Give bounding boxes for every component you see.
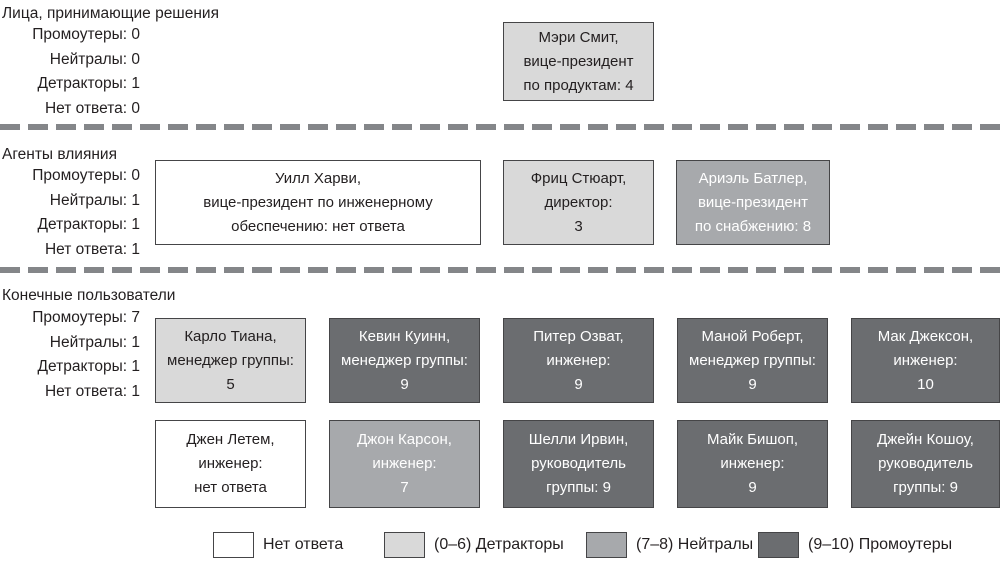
- person-box-shelly-irwin: Шелли Ирвин, руководитель группы: 9: [503, 420, 654, 508]
- person-box-peter-ozvat: Питер Озват, инженер: 9: [503, 318, 654, 403]
- person-line: группы: 9: [893, 479, 958, 496]
- person-line: обеспечению: нет ответа: [231, 217, 405, 235]
- person-line: по продуктам: 4: [523, 76, 634, 94]
- person-line: Джейн Кошоу,: [877, 431, 974, 448]
- tier-influencers-stats: Промоутеры: 0 Нейтралы: 1 Детракторы: 1 …: [4, 164, 140, 262]
- person-line: Кевин Куинн,: [358, 327, 451, 345]
- stat-no-answer: Нет ответа: 0: [44, 99, 140, 117]
- person-line: инженер:: [720, 455, 785, 472]
- stat-neutrals: Нейтралы: 1: [49, 333, 140, 351]
- stat-neutrals: Нейтралы: 1: [49, 191, 140, 209]
- person-line: группы: 9: [546, 479, 611, 496]
- legend-item-neutrals: (7–8) Нейтралы: [586, 531, 753, 558]
- person-line: 3: [574, 217, 583, 235]
- legend-label: Нет ответа: [263, 535, 344, 553]
- person-box-manoj-robert: Маной Роберт, менеджер группы: 9: [677, 318, 828, 403]
- person-line: руководитель: [531, 455, 626, 472]
- legend-swatch-neutral-icon: [586, 531, 627, 558]
- person-line: инженер:: [546, 351, 611, 369]
- person-box-kevin-quinn: Кевин Куинн, менеджер группы: 9: [329, 318, 480, 403]
- person-line: вице-президент по инженерному: [203, 193, 433, 211]
- person-line: Майк Бишоп,: [706, 431, 798, 448]
- person-line: Мэри Смит,: [538, 28, 619, 46]
- person-line: менеджер группы:: [341, 351, 468, 369]
- person-box-mary-smith: Мэри Смит, вице-президент по продуктам: …: [503, 22, 654, 101]
- person-line: Джен Летем,: [186, 431, 275, 448]
- stat-promoters: Промоутеры: 0: [32, 167, 140, 184]
- person-line: по снабжению: 8: [694, 217, 812, 235]
- person-line: вице-президент: [523, 52, 634, 70]
- person-line: Мак Джексон,: [877, 327, 974, 345]
- person-line: 5: [226, 375, 235, 393]
- person-box-mike-bishop: Майк Бишоп, инженер: 9: [677, 420, 828, 508]
- person-line: нет ответа: [194, 479, 267, 496]
- legend-label: (7–8) Нейтралы: [636, 535, 754, 553]
- person-box-mac-jackson: Мак Джексон, инженер: 10: [851, 318, 1000, 403]
- legend-swatch-no-answer-icon: [213, 531, 254, 558]
- person-line: 7: [400, 479, 409, 496]
- legend-item-no-answer: Нет ответа: [213, 531, 343, 558]
- person-line: Питер Озват,: [533, 327, 624, 345]
- stat-detractors: Детракторы: 1: [37, 358, 140, 375]
- person-line: Карло Тиана,: [184, 327, 277, 345]
- person-box-ariel-butler: Ариэль Батлер, вице-президент по снабжен…: [676, 160, 830, 245]
- person-line: руководитель: [878, 455, 973, 472]
- person-line: 10: [917, 375, 934, 393]
- legend-swatch-promoter-icon: [758, 531, 799, 558]
- person-box-jen-letham: Джен Летем, инженер: нет ответа: [155, 420, 306, 508]
- legend-label: (9–10) Промоутеры: [808, 535, 953, 553]
- stat-no-answer: Нет ответа: 1: [44, 382, 140, 400]
- legend-item-promoters: (9–10) Промоутеры: [758, 531, 952, 558]
- legend-label: (0–6) Детракторы: [434, 535, 564, 553]
- person-line: директор:: [544, 193, 613, 211]
- tier-influencers-title: Агенты влияния: [2, 146, 117, 163]
- person-line: вице-президент: [697, 193, 809, 211]
- tier-end-users-stats: Промоутеры: 7 Нейтралы: 1 Детракторы: 1 …: [4, 306, 140, 404]
- person-line: менеджер группы:: [167, 351, 294, 369]
- person-box-fritz-stewart: Фриц Стюарт, директор: 3: [503, 160, 654, 245]
- person-box-will-harvey: Уилл Харви, вице-президент по инженерном…: [155, 160, 481, 245]
- stat-no-answer: Нет ответа: 1: [44, 240, 140, 258]
- stat-promoters: Промоутеры: 7: [32, 309, 140, 326]
- tier-decision-makers-stats: Промоутеры: 0 Нейтралы: 0 Детракторы: 1 …: [4, 23, 140, 121]
- legend-item-detractors: (0–6) Детракторы: [384, 531, 564, 558]
- person-line: 9: [574, 375, 583, 393]
- person-box-jane-koshow: Джейн Кошоу, руководитель группы: 9: [851, 420, 1000, 508]
- person-line: 9: [748, 479, 757, 496]
- person-line: Маной Роберт,: [701, 327, 804, 345]
- tier-divider-1: [0, 124, 1000, 130]
- person-line: Шелли Ирвин,: [528, 431, 629, 448]
- stat-promoters: Промоутеры: 0: [32, 26, 140, 43]
- tier-decision-makers-title: Лица, принимающие решения: [2, 5, 219, 22]
- person-line: Уилл Харви,: [274, 169, 362, 187]
- person-line: Ариэль Батлер,: [698, 169, 808, 187]
- tier-divider-2: [0, 267, 1000, 273]
- person-line: инженер:: [198, 455, 263, 472]
- legend-swatch-detractor-icon: [384, 531, 425, 558]
- stat-detractors: Детракторы: 1: [37, 75, 140, 92]
- person-box-carlo-tiana: Карло Тиана, менеджер группы: 5: [155, 318, 306, 403]
- person-line: 9: [748, 375, 757, 393]
- person-line: 9: [400, 375, 409, 393]
- person-line: менеджер группы:: [689, 351, 816, 369]
- person-line: Фриц Стюарт,: [530, 169, 627, 187]
- person-line: Джон Карсон,: [357, 431, 452, 448]
- tier-end-users-title: Конечные пользователи: [2, 287, 176, 304]
- stat-detractors: Детракторы: 1: [37, 216, 140, 233]
- person-line: инженер:: [893, 351, 958, 369]
- person-box-john-carson: Джон Карсон, инженер: 7: [329, 420, 480, 508]
- person-line: инженер:: [372, 455, 437, 472]
- stat-neutrals: Нейтралы: 0: [49, 50, 140, 68]
